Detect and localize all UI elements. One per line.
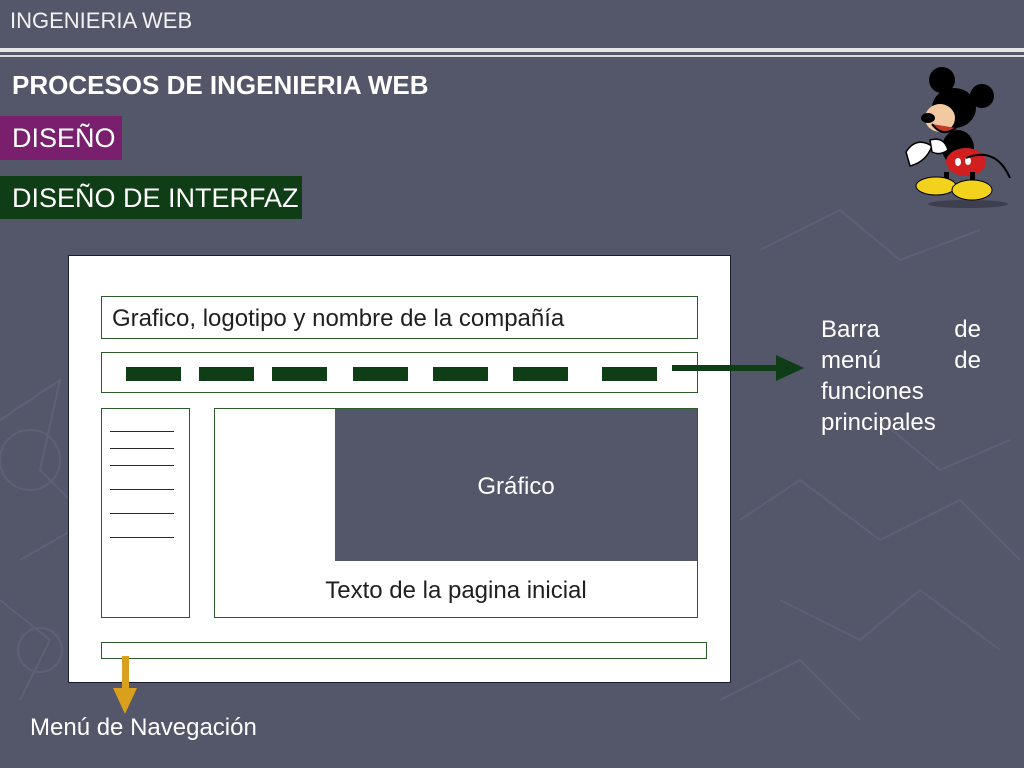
menu-bar-item — [272, 367, 327, 381]
wireframe-nav-bar — [101, 642, 707, 659]
mickey-mouse-clipart — [905, 67, 1011, 208]
header-divider-thin — [0, 55, 1024, 57]
sidebar-line — [110, 489, 174, 490]
section-tag: DISEÑO — [0, 116, 122, 160]
wireframe-logo-label: Grafico, logotipo y nombre de la compañí… — [112, 305, 565, 332]
wireframe-content-area: Gráfico Texto de la pagina inicial — [214, 408, 698, 618]
menu-bar-item — [513, 367, 568, 381]
section-tag-label: DISEÑO — [12, 123, 116, 153]
header-title: INGENIERIA WEB — [10, 8, 193, 33]
wireframe-logo-area: Grafico, logotipo y nombre de la compañí… — [101, 296, 698, 339]
wireframe-content-label: Texto de la pagina inicial — [325, 577, 587, 604]
annotation-word: principales — [821, 409, 936, 436]
wireframe-graphic-label: Gráfico — [477, 473, 555, 500]
page-title: PROCESOS DE INGENIERIA WEB — [12, 70, 429, 100]
annotation-word: funciones — [821, 378, 924, 405]
annotation-word: de — [954, 316, 981, 343]
menu-bar-item — [199, 367, 254, 381]
wireframe-sidebar — [101, 408, 190, 618]
navigation-annotation: Menú de Navegación — [30, 714, 257, 741]
sidebar-line — [110, 513, 174, 514]
sidebar-line — [110, 431, 174, 432]
header-divider — [0, 48, 1024, 52]
sidebar-line — [110, 465, 174, 466]
menu-bar-item — [353, 367, 408, 381]
arrow-right-icon — [672, 355, 804, 381]
annotation-word: menú — [821, 347, 882, 374]
annotation-word: de — [954, 347, 981, 374]
wireframe-menu-bar — [101, 352, 698, 393]
menu-bar-annotation: Barra de menú de funciones principales — [821, 314, 981, 438]
menu-bar-item — [126, 367, 181, 381]
subsection-tag: DISEÑO DE INTERFAZ — [0, 176, 302, 219]
subsection-tag-label: DISEÑO DE INTERFAZ — [12, 183, 299, 213]
sidebar-line — [110, 448, 174, 449]
sidebar-line — [110, 537, 174, 538]
annotation-word: Barra — [821, 316, 880, 343]
menu-bar-item — [602, 367, 657, 381]
menu-bar-item — [433, 367, 488, 381]
arrow-down-icon — [113, 656, 137, 714]
wireframe-page: Grafico, logotipo y nombre de la compañí… — [68, 255, 731, 683]
wireframe-graphic: Gráfico — [335, 409, 697, 561]
